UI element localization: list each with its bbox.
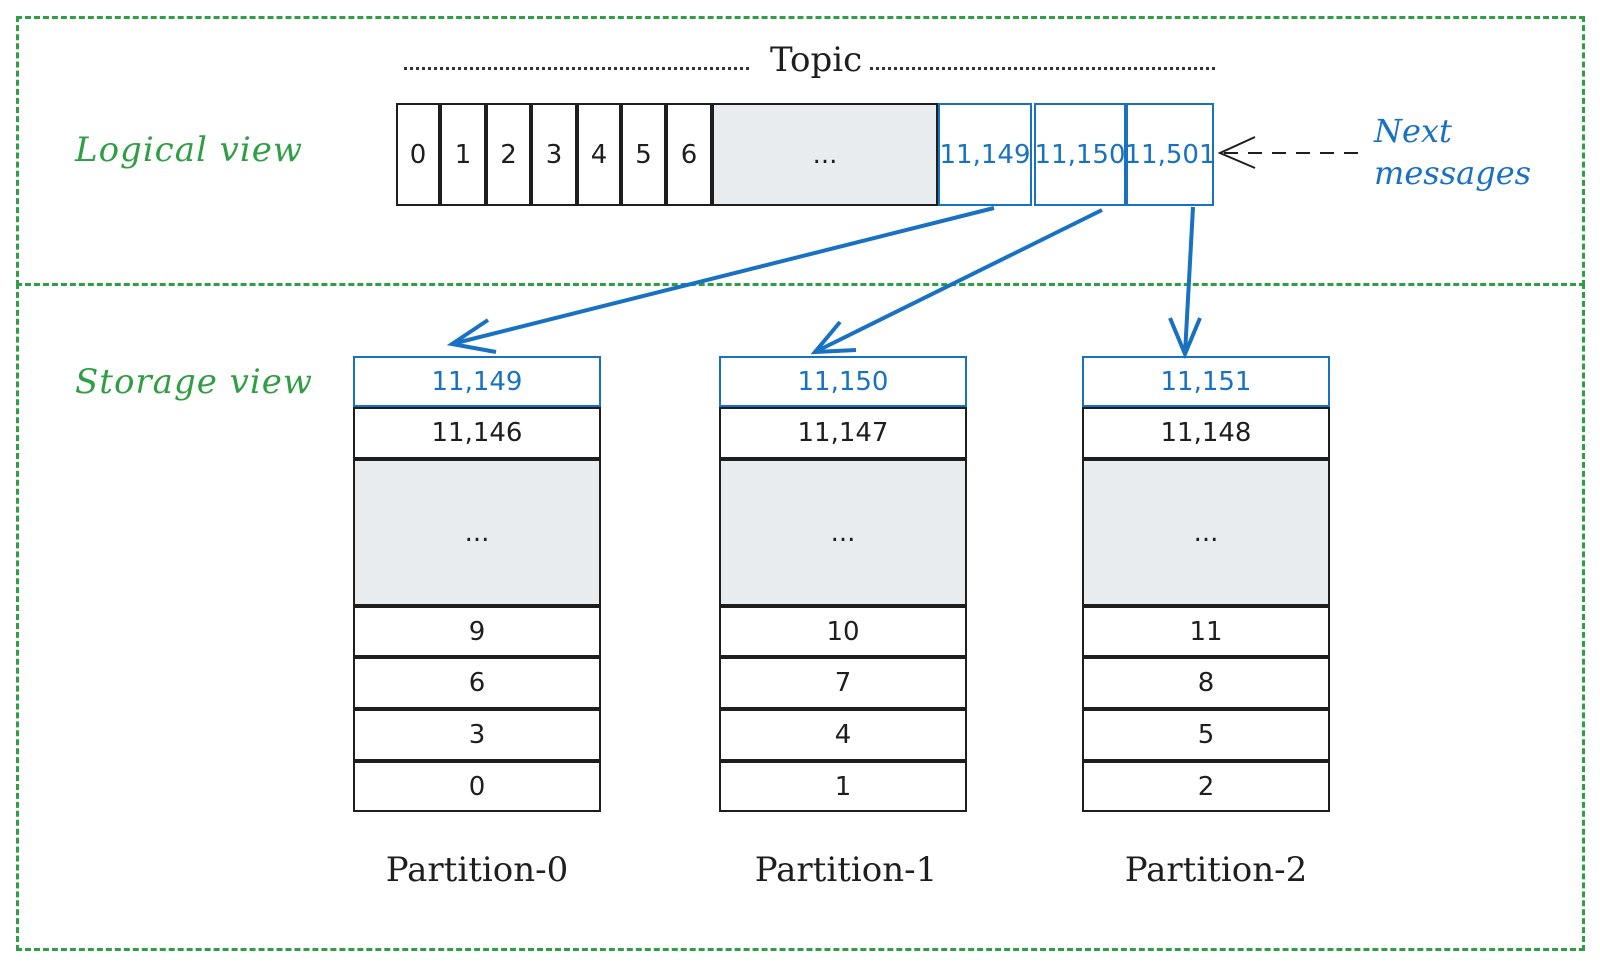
topic-cell: 2 <box>486 103 531 206</box>
topic-dotted-line-right <box>870 67 1215 70</box>
partition-2-cell: 11,151 <box>1082 356 1330 407</box>
partition-0-cell: 9 <box>353 606 601 657</box>
partition-1-cell: 7 <box>719 657 967 709</box>
next-messages-line-2: messages <box>1374 154 1532 192</box>
route-arrow-partition-0 <box>451 206 995 346</box>
topic-cell: 1 <box>440 103 486 206</box>
route-arrowhead-partition-0 <box>446 318 497 354</box>
topic-cell-new: 11,150 <box>1034 103 1126 206</box>
partition-1-cell: 10 <box>719 606 967 657</box>
partition-2-cell: 11,148 <box>1082 407 1330 459</box>
logical-view-region <box>16 16 1585 286</box>
topic-cell: 6 <box>666 103 712 206</box>
partition-1-cell: 11,147 <box>719 407 967 459</box>
partition-2-cell: 11 <box>1082 606 1330 657</box>
partition-0-cell-ellipsis: ... <box>353 459 601 606</box>
topic-dotted-line-left <box>404 67 749 70</box>
partition-2-cell-ellipsis: ... <box>1082 459 1330 606</box>
partition-1-label: Partition-1 <box>754 850 938 890</box>
logical-view-label: Logical view <box>75 130 303 170</box>
partition-1-cell: 11,150 <box>719 356 967 407</box>
partition-2-cell: 8 <box>1082 657 1330 709</box>
next-messages-line-1: Next <box>1374 112 1452 150</box>
partition-0-cell: 0 <box>353 761 601 812</box>
partition-1-cell: 4 <box>719 709 967 761</box>
partition-0-cell: 11,149 <box>353 356 601 407</box>
storage-view-region <box>16 283 1585 951</box>
route-arrowhead-partition-1 <box>810 320 857 355</box>
partition-1-cell-ellipsis: ... <box>719 459 967 606</box>
next-messages-label: Next messages <box>1374 110 1531 194</box>
topic-cell: 5 <box>621 103 666 206</box>
partition-2-cell: 2 <box>1082 761 1330 812</box>
partition-2-label: Partition-2 <box>1124 850 1308 890</box>
topic-cell-ellipsis: ... <box>712 103 938 206</box>
topic-cell: 3 <box>531 103 577 206</box>
partition-0-cell: 6 <box>353 657 601 709</box>
partition-2-cell: 5 <box>1082 709 1330 761</box>
topic-cell-new: 11,501 <box>1125 103 1216 206</box>
topic-title: Topic <box>770 40 863 80</box>
route-arrow-partition-1 <box>814 208 1103 354</box>
partition-0-cell: 11,146 <box>353 407 601 459</box>
partition-0-label: Partition-0 <box>385 850 569 890</box>
topic-cell: 0 <box>396 103 440 206</box>
route-arrow-partition-2 <box>1183 206 1195 355</box>
storage-view-label: Storage view <box>75 362 313 402</box>
route-arrowhead-partition-2 <box>1168 317 1202 360</box>
next-messages-arrowhead <box>1217 136 1256 169</box>
partition-1-cell: 1 <box>719 761 967 812</box>
partition-0-cell: 3 <box>353 709 601 761</box>
topic-cell-new: 11,149 <box>938 103 1032 206</box>
topic-cell: 4 <box>577 103 621 206</box>
